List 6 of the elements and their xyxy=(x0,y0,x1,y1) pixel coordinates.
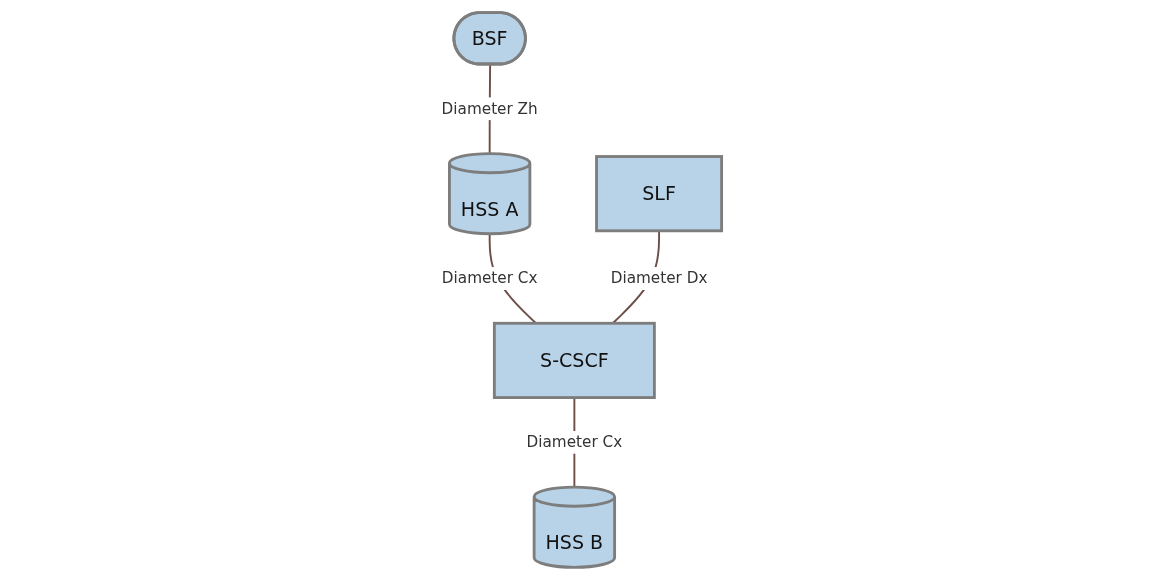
edge-label: Diameter Cx xyxy=(526,432,623,451)
node-box: SLF xyxy=(595,155,724,233)
edge-label: Diameter Zh xyxy=(442,99,539,118)
edge-label: Diameter Dx xyxy=(611,269,708,288)
node-box: S-CSCF xyxy=(493,321,657,400)
edge-label: Diameter Cx xyxy=(442,269,538,288)
